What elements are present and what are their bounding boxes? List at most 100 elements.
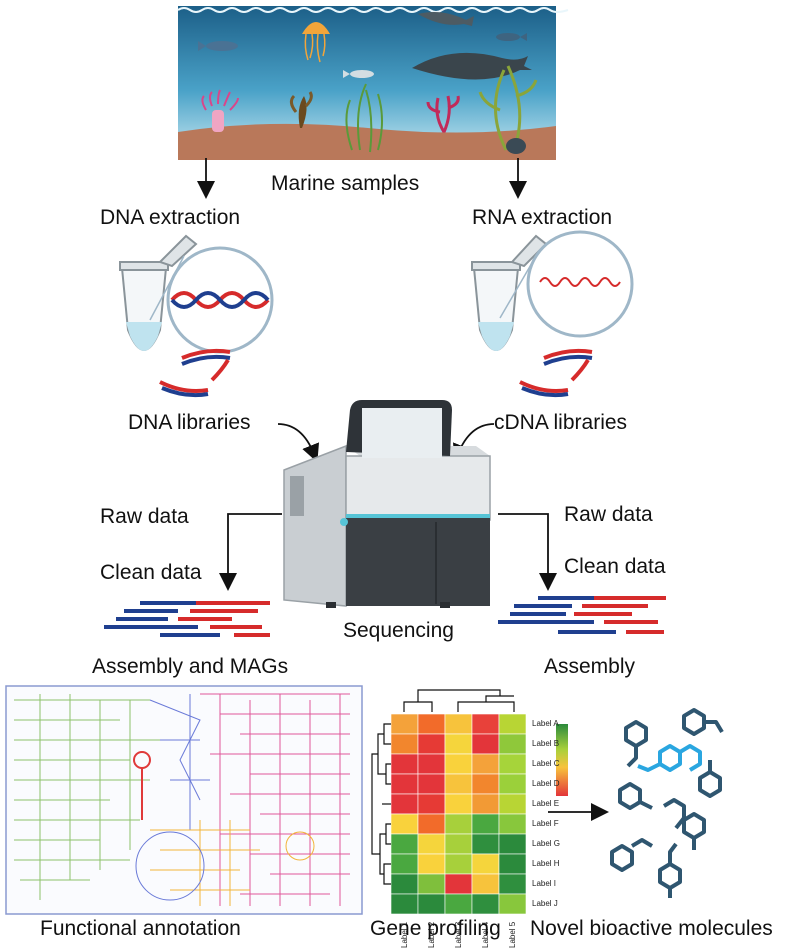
- heatmap-cell: [498, 773, 527, 795]
- heatmap-cell: [417, 813, 446, 835]
- heatmap-row-label: Label E: [532, 799, 560, 808]
- heatmap-cell: [390, 853, 419, 875]
- heatmap-cell: [498, 813, 527, 835]
- novel-bioactive-label: Novel bioactive molecules: [530, 917, 773, 940]
- rna-extraction-label: RNA extraction: [472, 206, 613, 229]
- sequencing-label: Sequencing: [343, 619, 454, 642]
- heatmap-cell: [390, 873, 419, 895]
- sequencer-icon: [283, 400, 491, 608]
- heatmap-cell: [498, 793, 527, 815]
- heatmap-cell: [390, 793, 419, 815]
- dna-fragments-icon: [159, 348, 231, 398]
- heatmap-cell: [417, 713, 446, 735]
- assembly-label: Assembly: [544, 655, 636, 678]
- heatmap-cell: [498, 713, 527, 735]
- heatmap-cell: [390, 773, 419, 795]
- assembly-mags-label: Assembly and MAGs: [92, 655, 289, 678]
- dna-extraction-label: DNA extraction: [100, 206, 241, 229]
- heatmap-cell: [498, 853, 527, 875]
- heatmap-cell: [498, 893, 527, 915]
- heatmap-cell: [444, 713, 473, 735]
- data-arrows: [219, 513, 557, 591]
- heatmap-cell: [417, 853, 446, 875]
- heatmap-cell: [390, 813, 419, 835]
- heatmap-row-label: Label B: [532, 739, 560, 748]
- sample-split-arrows: [197, 158, 527, 199]
- heatmap-cell: [471, 713, 500, 735]
- heatmap: [371, 689, 568, 915]
- heatmap-cell: [390, 713, 419, 735]
- cdna-fragments-icon: [519, 348, 593, 398]
- rna-tube-icon: [471, 234, 548, 351]
- molecules-icon: [610, 708, 724, 898]
- marine-scene: [177, 6, 569, 160]
- raw-data-right-label: Raw data: [564, 503, 653, 526]
- highlighted-molecule-icon: [637, 744, 702, 772]
- whale-icon: [418, 12, 474, 26]
- heatmap-cell: [444, 893, 473, 915]
- dna-libraries-label: DNA libraries: [128, 411, 251, 434]
- heatmap-row-label: Label J: [532, 899, 558, 908]
- heatmap-cell: [417, 873, 446, 895]
- heatmap-cell: [471, 733, 500, 755]
- anemone-icon: [201, 89, 239, 132]
- heatmap-cells: [390, 713, 527, 915]
- heatmap-cell: [471, 893, 500, 915]
- column-dendrogram: [403, 689, 515, 712]
- rna-magnifier: [499, 230, 634, 338]
- heatmap-cell: [498, 753, 527, 775]
- reads-left: [104, 601, 270, 637]
- seagrass-icon: [345, 83, 383, 153]
- red-algae-icon: [426, 95, 460, 133]
- heatmap-cell: [444, 733, 473, 755]
- clean-data-right-label: Clean data: [564, 555, 666, 578]
- heatmap-row-label: Label C: [532, 759, 560, 768]
- raw-data-left-label: Raw data: [100, 505, 189, 528]
- heatmap-cell: [444, 873, 473, 895]
- heatmap-cell: [417, 833, 446, 855]
- functional-annotation-label: Functional annotation: [40, 917, 241, 940]
- heatmap-row-label: Label I: [532, 879, 557, 888]
- heatmap-cell: [471, 813, 500, 835]
- metabolic-map: [5, 685, 363, 915]
- marine-samples-label: Marine samples: [271, 172, 420, 195]
- heatmap-cell: [417, 733, 446, 755]
- small-fish-icon: [343, 70, 374, 78]
- gene-profiling-label: Gene profiling: [370, 917, 501, 940]
- heatmap-cell: [444, 753, 473, 775]
- heatmap-cell: [444, 793, 473, 815]
- cdna-libraries-label: cDNA libraries: [494, 411, 628, 434]
- heatmap-cell: [417, 793, 446, 815]
- heatmap-row-label: Label A: [532, 719, 559, 728]
- row-dendrogram: [371, 723, 391, 885]
- heatmap-cell: [444, 853, 473, 875]
- heatmap-cell: [471, 853, 500, 875]
- heatmap-cell: [471, 773, 500, 795]
- clean-data-left-label: Clean data: [100, 561, 202, 584]
- heatmap-cell: [417, 893, 446, 915]
- heatmap-cell: [471, 753, 500, 775]
- dna-tube-icon: [119, 234, 198, 351]
- heatmap-row-label: Label D: [532, 779, 560, 788]
- fish-icon: [198, 41, 238, 51]
- heatmap-cell: [390, 833, 419, 855]
- heatmap-cell: [390, 753, 419, 775]
- heatmap-cell: [498, 873, 527, 895]
- heatmap-row-label: Label G: [532, 839, 561, 848]
- crab-icon: [506, 138, 526, 154]
- heatmap-cell: [471, 793, 500, 815]
- heatmap-cell: [444, 773, 473, 795]
- heatmap-color-legend: [556, 724, 568, 796]
- heatmap-cell: [444, 833, 473, 855]
- heatmap-row-label: Label H: [532, 859, 560, 868]
- heatmap-col-label: Label 5: [508, 921, 517, 948]
- heatmap-cell: [444, 813, 473, 835]
- heatmap-cell: [471, 873, 500, 895]
- heatmap-row-label: Label F: [532, 819, 559, 828]
- heatmap-cell: [390, 733, 419, 755]
- heatmap-cell: [390, 893, 419, 915]
- heatmap-cell: [471, 833, 500, 855]
- heatmap-cell: [417, 753, 446, 775]
- heatmap-cell: [417, 773, 446, 795]
